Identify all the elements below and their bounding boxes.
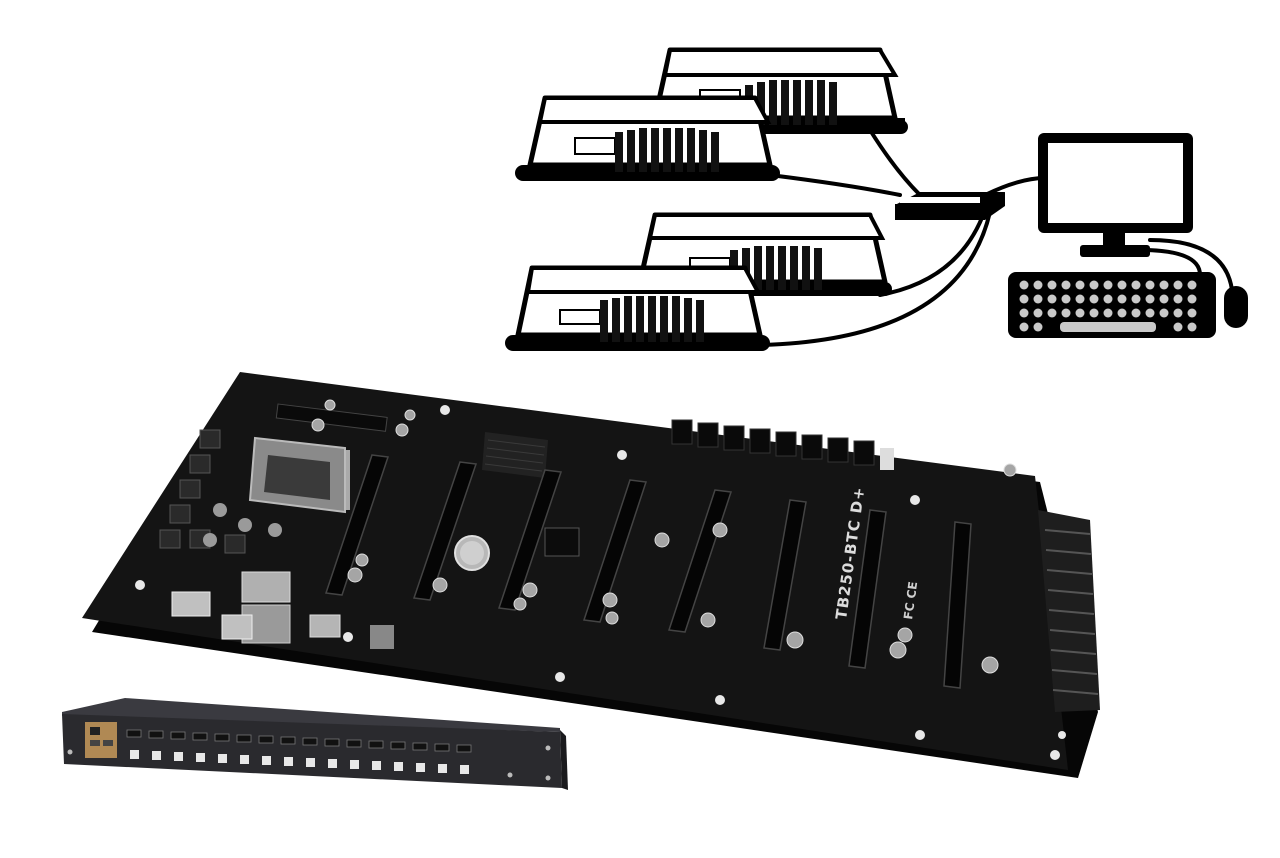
cables (758, 128, 1234, 347)
motherboard-photo: TB250-BTC D+ FC CE (82, 372, 1100, 778)
kvm-switch-icon (895, 192, 1005, 220)
cable-monitor-mouse (1148, 238, 1234, 292)
cable-monitor-keyboard (1138, 248, 1202, 277)
mining-rig-2 (515, 95, 780, 181)
keyboard-icon (1008, 272, 1216, 338)
rear-io-ports (171, 571, 394, 649)
mining-rig-4 (505, 265, 770, 351)
cable-rig-top-right (868, 128, 922, 197)
pcie-power-connectors (671, 419, 875, 466)
mouse-icon (1224, 286, 1248, 328)
pcie-slots (324, 454, 972, 689)
kvm-ports (126, 729, 472, 774)
chipset-heatsink (482, 432, 548, 478)
cable-rig-bottom-left (758, 210, 992, 347)
kvm-switch-photo (62, 698, 568, 790)
cable-rig-top-left (768, 173, 902, 197)
monitor-icon (1038, 133, 1193, 257)
cmos-battery-icon (454, 535, 490, 571)
keyboard-keys (1019, 280, 1197, 332)
fcc-mark: FC CE (901, 581, 920, 621)
cable-rig-bottom-right (878, 208, 987, 297)
cpu-socket-icon (248, 436, 350, 514)
